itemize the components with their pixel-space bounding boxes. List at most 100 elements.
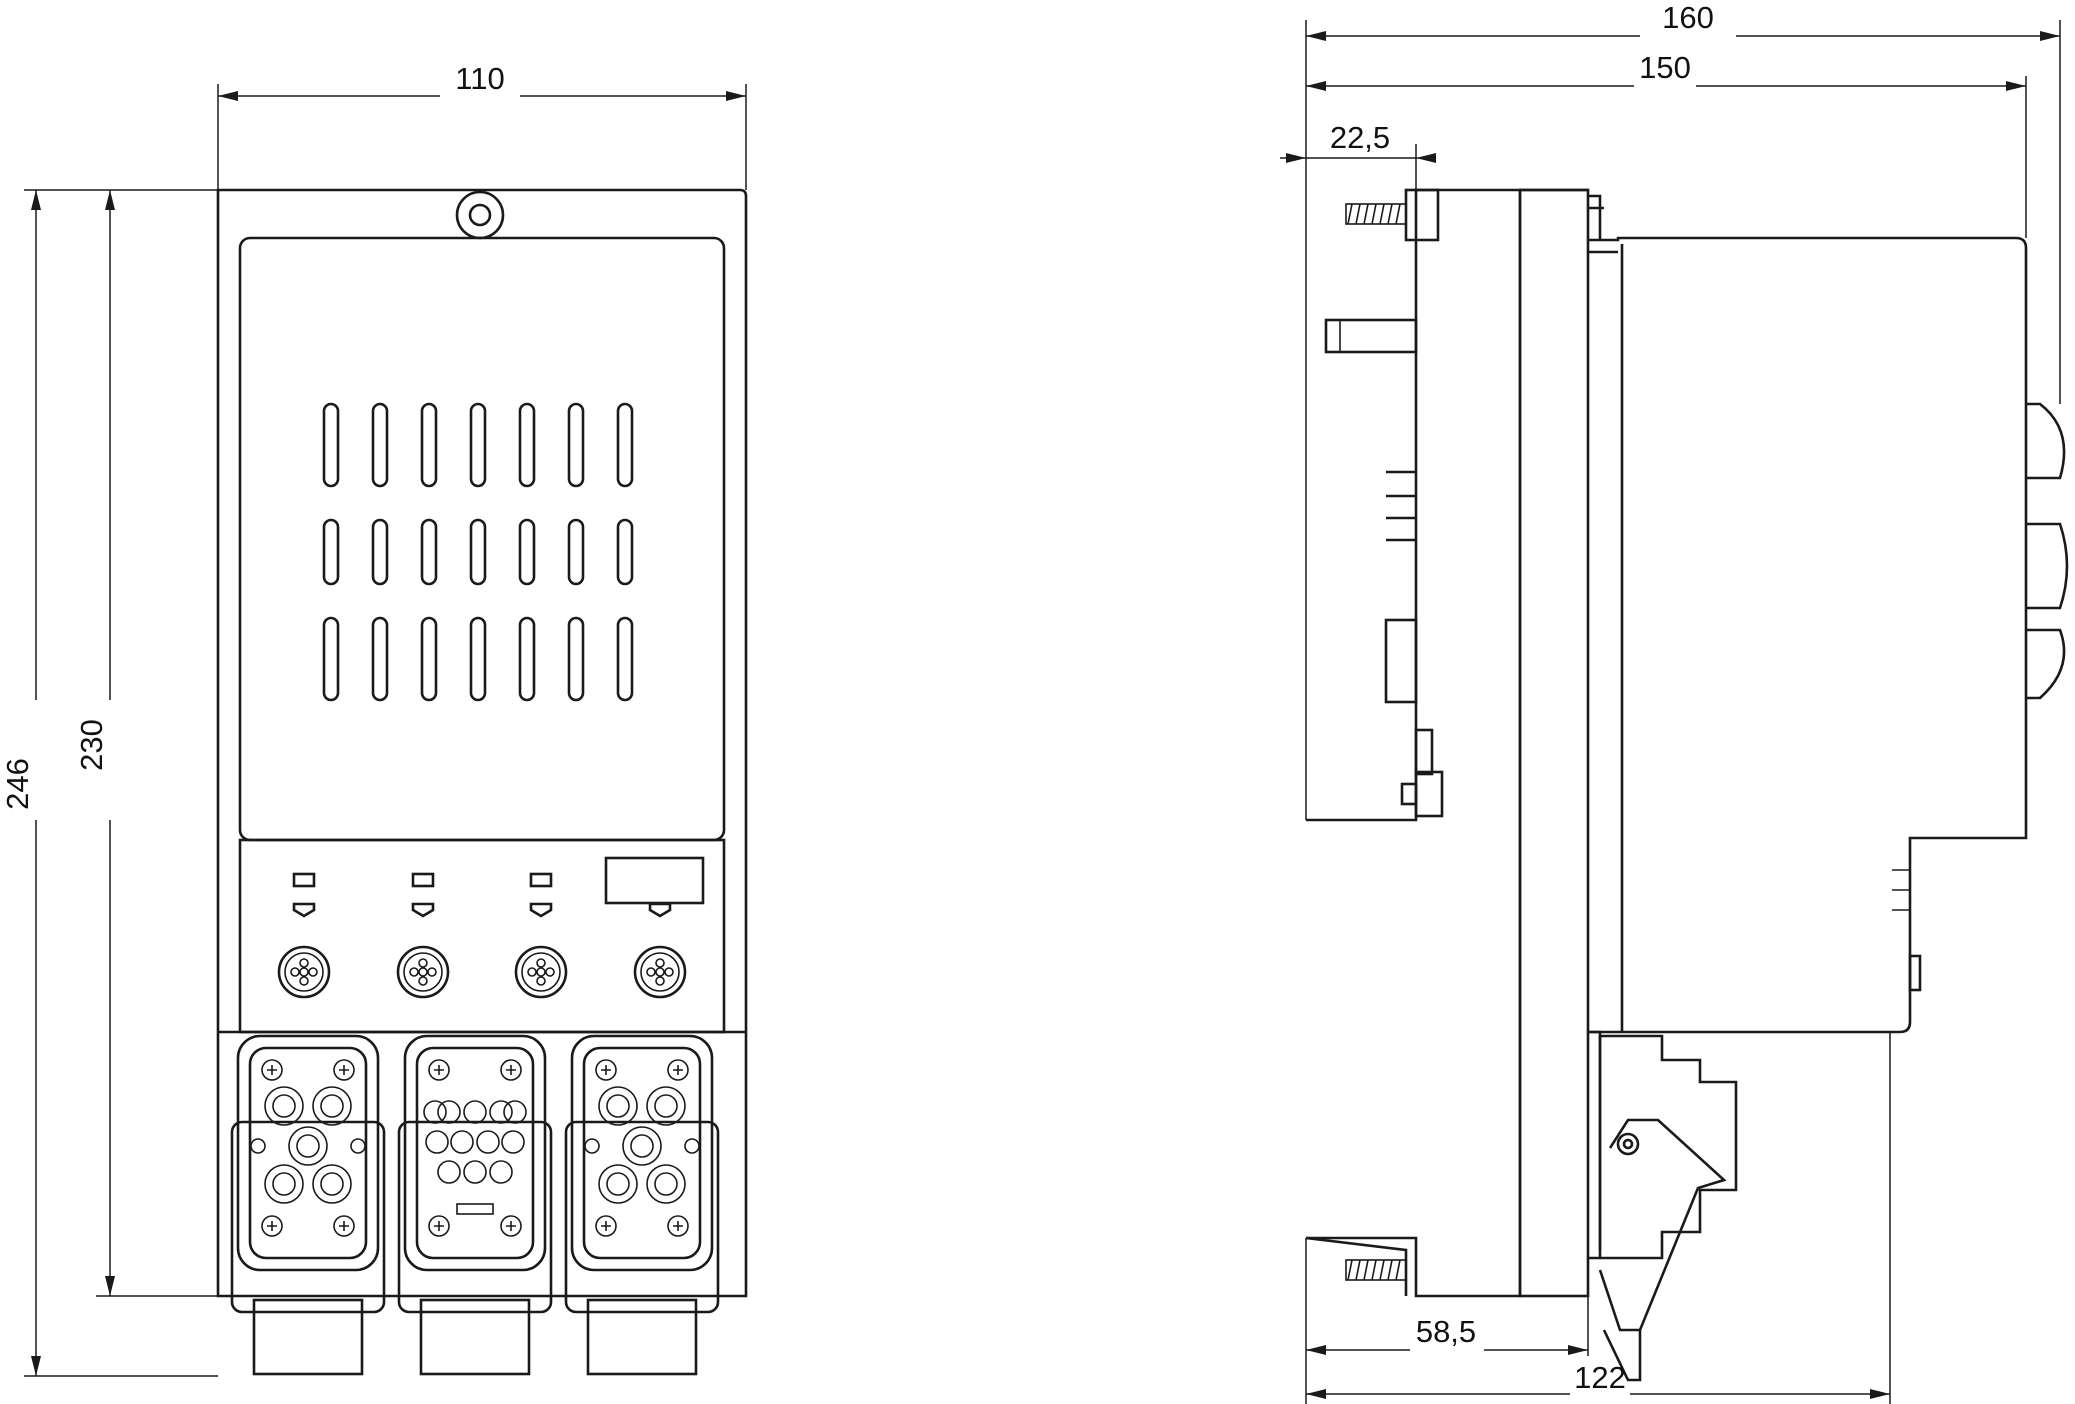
power-connectors	[230, 1034, 720, 1376]
vent-slot	[616, 518, 634, 586]
connector-screw	[261, 1215, 283, 1237]
connector-power-contact	[312, 1086, 352, 1126]
m12-socket-ring	[521, 952, 561, 992]
connector-housing	[403, 1034, 547, 1272]
marker-triangle	[648, 902, 672, 918]
connector-power-contact	[598, 1086, 638, 1126]
connector-aux-contact	[250, 1138, 266, 1154]
vent-slot	[371, 518, 389, 586]
dim-front-height-inner: 230	[74, 719, 109, 771]
top-bolt-head	[1404, 188, 1440, 242]
vent-slot	[567, 518, 585, 586]
connector-power-contact-inner	[272, 1172, 296, 1196]
status-led	[411, 872, 435, 888]
connector-power-contact	[646, 1086, 686, 1126]
connector-housing	[570, 1034, 714, 1272]
vent-slot	[469, 616, 487, 702]
connector-screw-slot	[506, 1065, 516, 1075]
m12-socket	[396, 945, 450, 999]
connector-contact	[503, 1100, 527, 1124]
vent-slot	[371, 402, 389, 488]
vent-slot	[518, 402, 536, 488]
m12-pin	[299, 958, 309, 968]
connector-power-contact-inner	[320, 1094, 344, 1118]
vent-slot	[420, 402, 438, 488]
connector-screw	[333, 1059, 355, 1081]
connector-screw	[667, 1059, 689, 1081]
vent-slot	[322, 402, 340, 488]
connector-aux-contact	[350, 1138, 366, 1154]
top-flange	[1588, 194, 1604, 240]
connector-power-contact-inner	[606, 1094, 630, 1118]
vent-slot	[469, 402, 487, 488]
m12-pin	[646, 967, 656, 977]
connector-screw	[428, 1215, 450, 1237]
m12-pin	[536, 976, 546, 986]
side-connector-latch	[1588, 1030, 1738, 1382]
vent-slot	[518, 518, 536, 586]
dim-side-depth-body: 150	[1639, 50, 1691, 85]
vent-slot	[420, 518, 438, 586]
mounting-hole	[455, 190, 505, 240]
m12-pin	[418, 958, 428, 968]
connector-screw-slot	[673, 1065, 683, 1075]
side-main-enclosure	[1588, 236, 2028, 1034]
connector-cable-gland	[419, 1298, 531, 1376]
connector-screw-slot	[267, 1065, 277, 1075]
connector-power-contact-inner	[296, 1134, 320, 1158]
side-knobs	[2026, 402, 2069, 700]
connector-screw	[261, 1059, 283, 1081]
connector-screw	[500, 1059, 522, 1081]
io-panel	[238, 838, 726, 1034]
dim-side-depth-total: 160	[1662, 0, 1714, 35]
connector-screw-slot	[339, 1221, 349, 1231]
dim-front-width: 110	[455, 61, 504, 96]
connector-contact	[501, 1130, 525, 1154]
m12-socket-ring	[284, 952, 324, 992]
front-cover-panel	[238, 236, 726, 842]
connector-screw-slot	[506, 1221, 516, 1231]
connector-power-contact	[264, 1164, 304, 1204]
connector-contact	[425, 1130, 449, 1154]
connector-screw-slot	[673, 1221, 683, 1231]
dim-side-base-depth: 58,5	[1416, 1314, 1476, 1349]
connector-power-contact-inner	[654, 1172, 678, 1196]
connector-power-contact	[264, 1086, 304, 1126]
alignment-pin	[1324, 318, 1418, 354]
vent-slot	[420, 616, 438, 702]
m12-pin	[427, 967, 437, 977]
vent-slot	[567, 402, 585, 488]
connector-key	[456, 1203, 494, 1215]
connector-hood	[230, 1120, 386, 1314]
m12-pin	[290, 967, 300, 977]
vent-slot	[322, 616, 340, 702]
connector-screw	[595, 1215, 617, 1237]
connector-contact	[437, 1160, 461, 1184]
marker-triangle	[529, 902, 553, 918]
m12-pin	[655, 976, 665, 986]
connector-contact	[437, 1100, 461, 1124]
connector-screw	[595, 1059, 617, 1081]
vent-slot	[371, 616, 389, 702]
connector-power-contact-inner	[654, 1094, 678, 1118]
m12-pin	[299, 967, 309, 977]
m12-pin	[664, 967, 674, 977]
connector-contact	[463, 1160, 487, 1184]
status-led	[292, 872, 316, 888]
m12-pin	[527, 967, 537, 977]
m12-pin	[418, 967, 428, 977]
side-module-body	[1518, 188, 1590, 1298]
connector-screw	[333, 1215, 355, 1237]
connector-screw-slot	[434, 1221, 444, 1231]
connector-contact	[489, 1100, 513, 1124]
connector-power-contact	[622, 1126, 662, 1166]
m12-pin	[536, 967, 546, 977]
connector-contact	[450, 1130, 474, 1154]
connector-power-contact	[646, 1164, 686, 1204]
vent-slot	[518, 616, 536, 702]
connector-insert	[415, 1046, 535, 1260]
io-channels	[277, 872, 687, 999]
mounting-hole-inner	[468, 203, 492, 227]
m12-socket	[514, 945, 568, 999]
